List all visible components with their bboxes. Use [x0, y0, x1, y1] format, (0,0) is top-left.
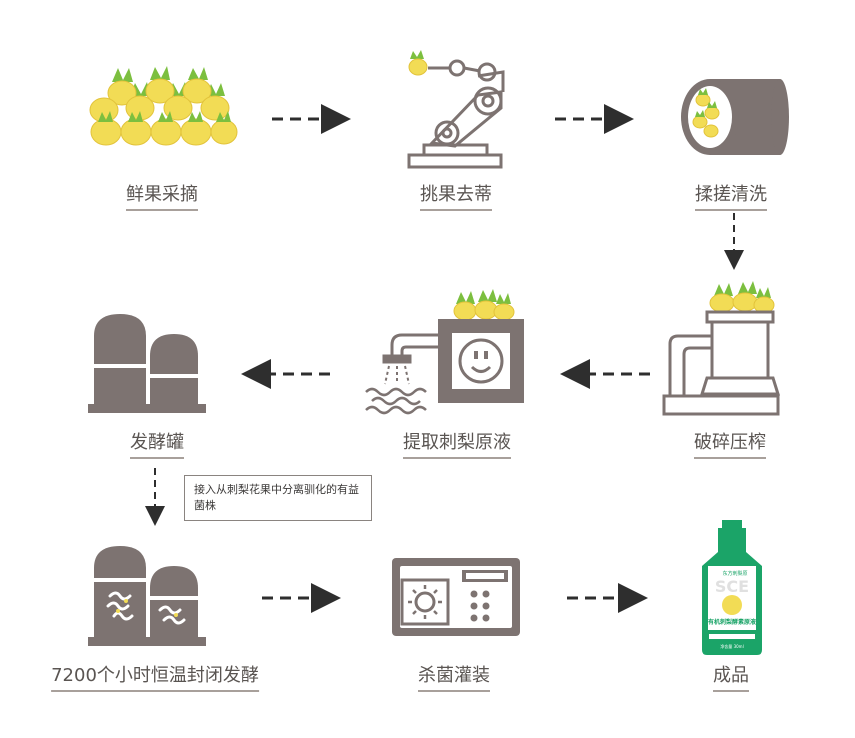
step-label-sorting: 挑果去蒂	[420, 180, 492, 211]
step-label-sterilize-filling: 杀菌灌装	[418, 661, 490, 692]
fruit-pile-icon	[89, 66, 238, 146]
robot-arm-icon	[407, 59, 505, 169]
bottle-logo-text: SCE	[715, 577, 749, 596]
step-label-extraction: 提取刺梨原液	[403, 428, 511, 459]
picked-fruit-icon	[408, 50, 428, 76]
arrows	[145, 104, 744, 613]
bottle-footer-text: 净含量 30ml	[720, 643, 743, 649]
sterilize-filling-machine-icon	[392, 558, 520, 636]
extractor-icon	[365, 289, 524, 415]
step-label-sealed-fermentation: 7200个小时恒温封闭发酵	[51, 661, 259, 692]
sealed-fermentation-tanks-icon	[88, 546, 206, 646]
bottle-brand-text: 东方刺梨原	[722, 570, 747, 577]
strain-note-box: 接入从刺梨花果中分离驯化的有益菌株	[184, 475, 372, 521]
press-machine-icon	[662, 281, 781, 416]
fermentation-tanks-icon	[88, 314, 206, 413]
step-label-fresh-picking: 鲜果采摘	[126, 180, 198, 211]
product-bottle-icon: SCE 东方刺梨原 有机刺梨酵素原液 净含量 30ml	[702, 520, 762, 655]
step-label-pressing: 破碎压榨	[694, 428, 766, 459]
step-label-fermentation-tank: 发酵罐	[130, 428, 184, 459]
washing-drum-icon	[681, 79, 789, 155]
step-label-finished-product: 成品	[713, 661, 749, 692]
step-label-washing: 揉搓清洗	[695, 180, 767, 211]
bottle-product-name: 有机刺梨酵素原液	[708, 618, 757, 626]
